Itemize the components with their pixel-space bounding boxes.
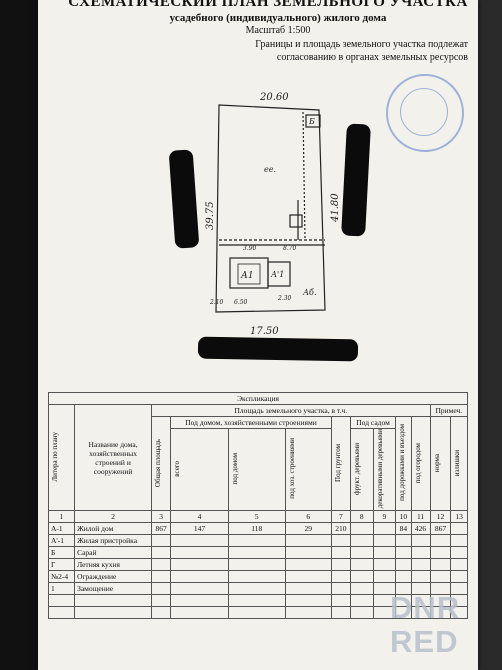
- site-plan: 20.60 39.75 41.80 17.50 ее. А1 А'1 Б Аб.…: [205, 92, 341, 337]
- background-left: [0, 0, 38, 670]
- redaction-bottom: [197, 336, 359, 362]
- yard-label: ее.: [264, 165, 276, 174]
- label-d: 2.30: [277, 295, 292, 302]
- explication-caption: Экспликация: [48, 392, 468, 405]
- dim-left: 39.75: [205, 201, 216, 230]
- approval-note: Границы и площадь земельного участка под…: [255, 39, 468, 63]
- explication-table-block: Экспликация Литера по плану Название дом…: [47, 392, 469, 620]
- document-sheet: СХЕМАТИЧЕСКИЙ ПЛАН ЗЕМЕЛЬНОГО УЧАСТКА ус…: [38, 0, 478, 670]
- stamp-seal: [386, 74, 464, 152]
- label-e: 6.50: [234, 299, 248, 306]
- shed-label: Б: [308, 117, 315, 126]
- shed-outline: [305, 114, 321, 128]
- dim-top: 20.60: [259, 92, 289, 103]
- explication-table: Экспликация Литера по плану Название дом…: [47, 392, 469, 620]
- dim-bottom: 17.50: [250, 326, 279, 337]
- plot-boundary: [215, 104, 326, 313]
- dim-right: 41.80: [330, 193, 341, 223]
- fence-label: Аб.: [302, 288, 316, 297]
- document-title: СХЕМАТИЧЕСКИЙ ПЛАН ЗЕМЕЛЬНОГО УЧАСТКА: [68, 0, 468, 10]
- label-b: 8.70: [283, 245, 297, 252]
- house-label: А1: [240, 271, 254, 281]
- document-subtitle: усадебного (индивидуального) жилого дома: [169, 12, 387, 24]
- column-numbers-row: 1 2 3 4 5 6 7 8 9 10 11 12 13: [47, 510, 468, 524]
- label-c: 2.10: [209, 299, 224, 306]
- label-a: 3.90: [243, 245, 257, 252]
- extension-label: А'1: [270, 270, 284, 279]
- extension-outline: [267, 261, 291, 287]
- background-right: [478, 0, 502, 670]
- watermark-logo: DNR RED: [390, 590, 461, 659]
- scale-label: Масштаб 1:500: [245, 25, 311, 36]
